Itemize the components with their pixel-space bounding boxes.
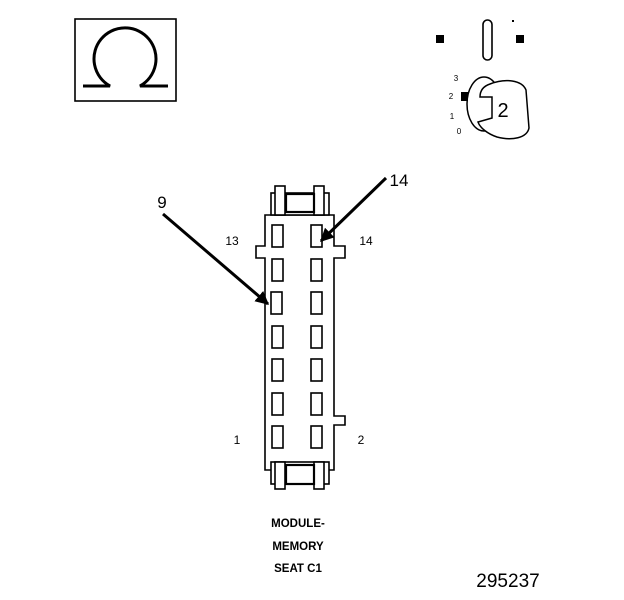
- ohmmeter-icon: [74, 18, 177, 102]
- pin-cavity-14: [310, 224, 323, 248]
- switch-terminal-right: [516, 35, 524, 43]
- switch-tick-mark: [512, 20, 514, 22]
- pin-cavity-7: [271, 325, 284, 349]
- connector-bottom-latch: [270, 461, 330, 490]
- connector-top-latch: [270, 185, 330, 216]
- pin-cavity-8: [310, 325, 323, 349]
- pin-cavity-5: [271, 358, 284, 382]
- key-position-marker: [461, 92, 468, 101]
- pin-cavity-3: [271, 392, 284, 416]
- pin-cavity-9: [270, 291, 283, 315]
- switch-terminal-left: [436, 35, 444, 43]
- connector-outline: [255, 214, 346, 471]
- connector-caption-line: MEMORY: [272, 541, 324, 553]
- ignition-key-icon: 3 2 1 0 2: [449, 74, 530, 140]
- pin-cavity-1: [271, 425, 284, 449]
- pin-cavity-10: [310, 291, 323, 315]
- pin-label-top-left: 13: [225, 234, 239, 248]
- figure-number: 295237: [476, 571, 539, 592]
- pin-cavity-4: [310, 392, 323, 416]
- callout-label: 14: [390, 171, 409, 190]
- key-position-value: 2: [497, 100, 508, 122]
- pin-cavity-6: [310, 358, 323, 382]
- key-position-label: 1: [450, 112, 455, 121]
- pin-label-bottom-right: 2: [358, 433, 365, 447]
- callout-arrow: [162, 212, 270, 306]
- key-position-label: 3: [454, 74, 459, 83]
- pin-label-top-right: 14: [359, 234, 373, 248]
- callout-pin-9: 9: [157, 193, 270, 306]
- switch-contact-bar: [482, 19, 493, 61]
- pin-label-bottom-left: 1: [234, 433, 241, 447]
- pin-cavity-11: [271, 258, 284, 282]
- ignition-switch-icon: [436, 19, 524, 61]
- callout-pin-14: 14: [319, 171, 409, 243]
- connector-caption-line: MODULE-: [271, 518, 325, 530]
- key-position-label: 2: [449, 92, 454, 101]
- callout-label: 9: [157, 193, 166, 212]
- connector-body: [255, 185, 346, 490]
- callout-arrow: [319, 176, 388, 243]
- connector-caption-line: SEAT C1: [274, 563, 322, 575]
- pin-cavity-12: [310, 258, 323, 282]
- key-head: [477, 79, 530, 140]
- pin-cavity-13: [271, 224, 284, 248]
- key-position-label: 0: [457, 127, 462, 136]
- pin-cavity-2: [310, 425, 323, 449]
